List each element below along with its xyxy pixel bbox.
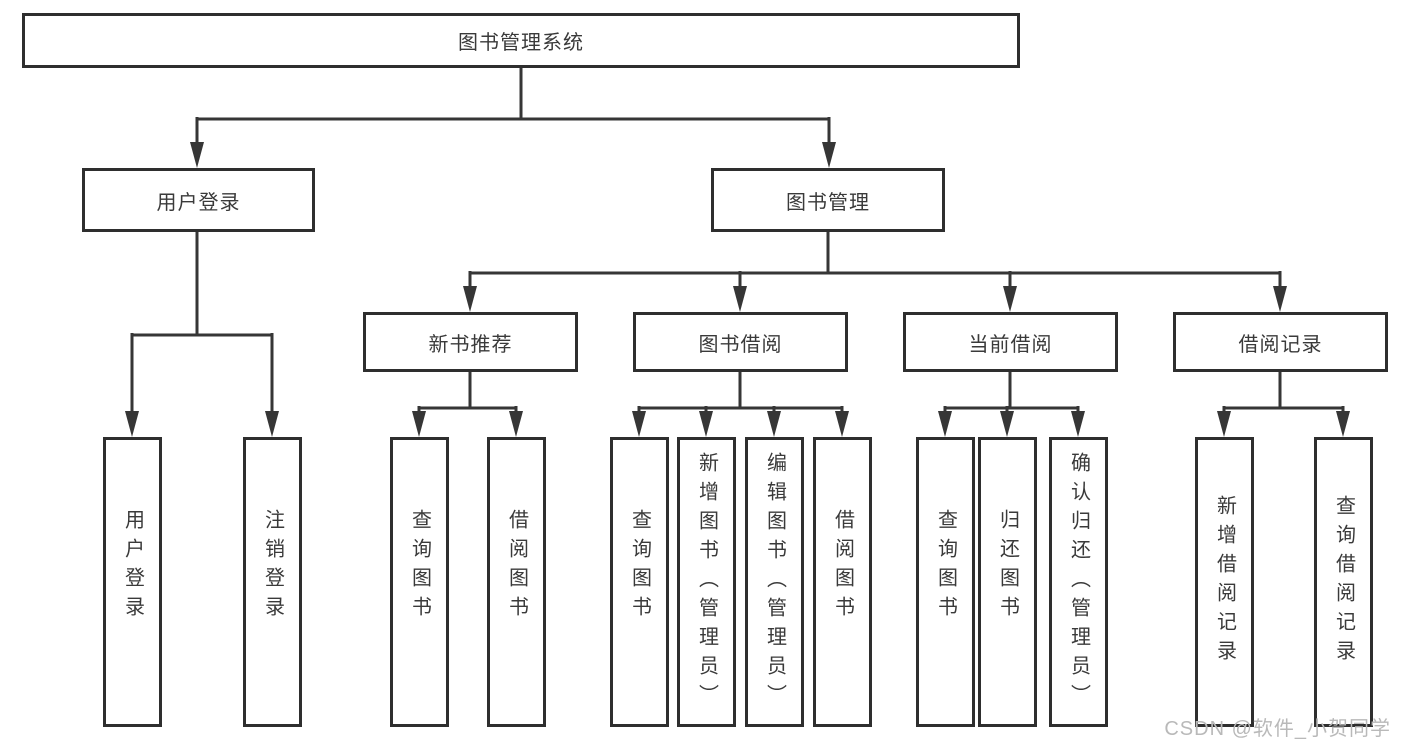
leaf-query-books-current: 查询图书 xyxy=(916,437,975,727)
leaf-return-books: 归还图书 xyxy=(978,437,1037,727)
leaf-user-login: 用户登录 xyxy=(103,437,162,727)
leaf-logout: 注销登录 xyxy=(243,437,302,727)
node-new-book-recommend: 新书推荐 xyxy=(363,312,578,372)
leaf-query-books-recommend: 查询图书 xyxy=(390,437,449,727)
csdn-watermark: CSDN @软件_小贺同学 xyxy=(1164,718,1391,740)
leaf-add-borrow-record: 新增借阅记录 xyxy=(1195,437,1254,727)
node-borrow-record: 借阅记录 xyxy=(1173,312,1388,372)
node-user-login-branch: 用户登录 xyxy=(82,168,315,232)
leaf-borrow-books: 借阅图书 xyxy=(813,437,872,727)
node-book-management-branch: 图书管理 xyxy=(711,168,945,232)
leaf-query-borrow-record: 查询借阅记录 xyxy=(1314,437,1373,727)
node-book-borrow: 图书借阅 xyxy=(633,312,848,372)
leaf-edit-books-admin: 编辑图书（管理员） xyxy=(745,437,804,727)
leaf-add-books-admin: 新增图书（管理员） xyxy=(677,437,736,727)
node-library-management-system: 图书管理系统 xyxy=(22,13,1020,68)
leaf-borrow-books-recommend: 借阅图书 xyxy=(487,437,546,727)
leaf-query-books-borrow: 查询图书 xyxy=(610,437,669,727)
leaf-confirm-return-admin: 确认归还（管理员） xyxy=(1049,437,1108,727)
node-current-borrow: 当前借阅 xyxy=(903,312,1118,372)
